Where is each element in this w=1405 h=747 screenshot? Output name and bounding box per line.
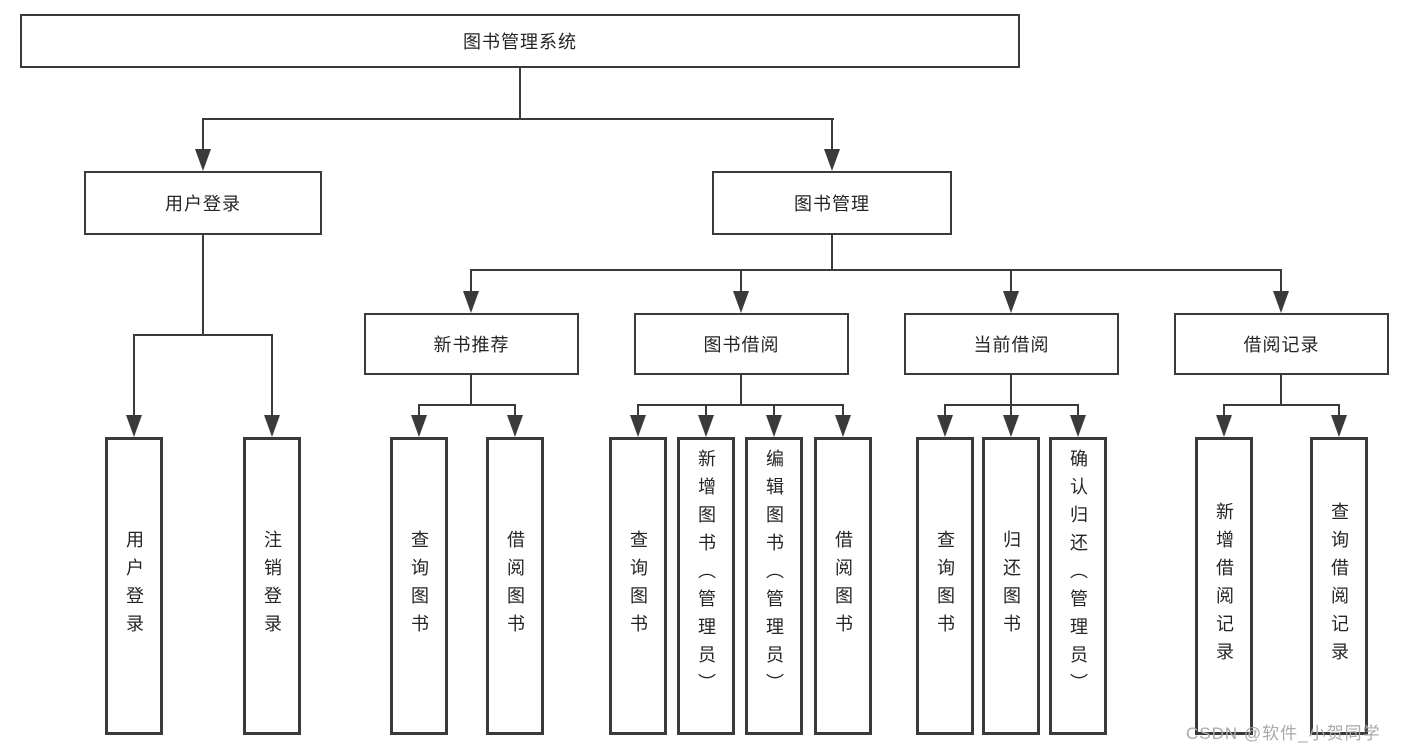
connector-h-root (202, 118, 834, 120)
node-book-management: 图书管理 (712, 171, 952, 235)
node-bb-query-books: 查询图书 (609, 437, 667, 735)
connector-v-user-login (202, 233, 204, 336)
node-user-login: 用户登录 (84, 171, 322, 235)
connector-stub (514, 404, 516, 415)
connector-stub-book-management (831, 118, 833, 149)
node-label: 图书管理 (794, 194, 870, 214)
connector-h-book-management (470, 269, 1282, 271)
node-label: 查询图书 (628, 530, 648, 642)
node-label: 查询图书 (409, 530, 429, 642)
arrow-down-icon (463, 291, 479, 313)
connector-stub (1010, 404, 1012, 415)
connector-stub (944, 404, 946, 415)
arrow-down-icon (126, 415, 142, 437)
arrow-down-icon (937, 415, 953, 437)
arrow-down-icon (1273, 291, 1289, 313)
connector-stub-book-borrow (740, 269, 742, 291)
node-book-borrow: 图书借阅 (634, 313, 849, 375)
node-label: 借阅记录 (1243, 335, 1320, 355)
connector-h-borrow-records (1223, 404, 1340, 406)
arrow-down-icon (733, 291, 749, 313)
node-label: 新增借阅记录 (1214, 502, 1234, 670)
connector-stub-logout-leaf (271, 334, 273, 415)
connector-stub-new-book-recommend (470, 269, 472, 291)
node-label: 图书借阅 (703, 335, 780, 355)
node-label: 编辑图书（管理员） (764, 449, 784, 701)
node-rec-query-books: 查询图书 (390, 437, 448, 735)
arrow-down-icon (507, 415, 523, 437)
node-label: 借阅图书 (505, 530, 525, 642)
node-label: 归还图书 (1001, 530, 1021, 642)
node-cb-return-books: 归还图书 (982, 437, 1040, 735)
connector-stub (705, 404, 707, 415)
node-label: 新增图书（管理员） (696, 449, 716, 701)
arrow-down-icon (1331, 415, 1347, 437)
arrow-down-icon (264, 415, 280, 437)
connector-stub (773, 404, 775, 415)
node-cb-confirm-return-admin: 确认归还（管理员） (1049, 437, 1107, 735)
node-label: 当前借阅 (973, 335, 1050, 355)
node-label: 用户登录 (165, 194, 241, 214)
arrow-down-icon (1003, 291, 1019, 313)
arrow-down-icon (630, 415, 646, 437)
node-label: 借阅图书 (833, 530, 853, 642)
arrow-down-icon (766, 415, 782, 437)
node-new-book-recommend: 新书推荐 (364, 313, 579, 375)
node-logout: 注销登录 (243, 437, 301, 735)
node-label: 查询图书 (935, 530, 955, 642)
node-label: 查询借阅记录 (1329, 502, 1349, 670)
node-label: 确认归还（管理员） (1068, 449, 1088, 701)
arrow-down-icon (824, 149, 840, 171)
connector-h-new-book-recommend (418, 404, 516, 406)
connector-stub-login-leaf (133, 334, 135, 415)
connector-stub (1338, 404, 1340, 415)
connector-v-root (519, 66, 521, 120)
connector-v-current-borrow (1010, 373, 1012, 406)
arrow-down-icon (835, 415, 851, 437)
node-current-borrow: 当前借阅 (904, 313, 1119, 375)
node-br-add-record: 新增借阅记录 (1195, 437, 1253, 735)
node-cb-query-books: 查询图书 (916, 437, 974, 735)
connector-stub-current-borrow (1010, 269, 1012, 291)
connector-h-book-borrow (637, 404, 844, 406)
connector-stub-borrow-records (1280, 269, 1282, 291)
node-borrow-records: 借阅记录 (1174, 313, 1389, 375)
node-root: 图书管理系统 (20, 14, 1020, 68)
node-label: 图书管理系统 (463, 32, 577, 52)
connector-stub-user-login (202, 118, 204, 149)
arrow-down-icon (1003, 415, 1019, 437)
node-bb-edit-books-admin: 编辑图书（管理员） (745, 437, 803, 735)
node-rec-borrow-books: 借阅图书 (486, 437, 544, 735)
arrow-down-icon (1070, 415, 1086, 437)
connector-v-book-management (831, 233, 833, 271)
node-br-query-record: 查询借阅记录 (1310, 437, 1368, 735)
watermark: CSDN @软件_小贺同学 (1186, 724, 1381, 743)
node-label: 用户登录 (124, 530, 144, 642)
connector-stub (1077, 404, 1079, 415)
connector-stub (637, 404, 639, 415)
connector-v-borrow-records (1280, 373, 1282, 406)
connector-v-book-borrow (740, 373, 742, 406)
node-label: 新书推荐 (433, 335, 510, 355)
node-bb-borrow-books: 借阅图书 (814, 437, 872, 735)
connector-h-user-login (133, 334, 273, 336)
node-label: 注销登录 (262, 530, 282, 642)
arrow-down-icon (1216, 415, 1232, 437)
node-bb-add-books-admin: 新增图书（管理员） (677, 437, 735, 735)
arrow-down-icon (411, 415, 427, 437)
arrow-down-icon (195, 149, 211, 171)
connector-stub (1223, 404, 1225, 415)
connector-v-new-book-recommend (470, 373, 472, 406)
connector-stub (418, 404, 420, 415)
arrow-down-icon (698, 415, 714, 437)
node-user-login-leaf: 用户登录 (105, 437, 163, 735)
connector-stub (842, 404, 844, 415)
